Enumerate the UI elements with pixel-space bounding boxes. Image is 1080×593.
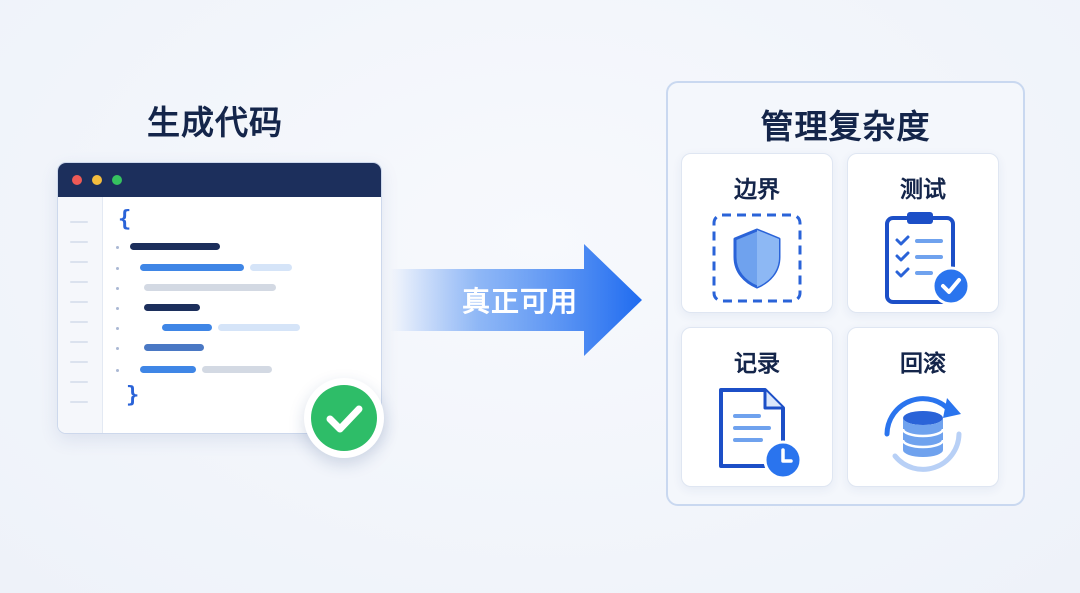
close-brace: } (126, 383, 140, 408)
code-line (144, 344, 204, 351)
card-label: 回滚 (900, 351, 946, 377)
card-rollback: 回滚 (847, 327, 999, 487)
code-line (130, 243, 220, 250)
gutter-line (70, 321, 88, 323)
gutter-line (70, 341, 88, 343)
gutter-line (70, 401, 88, 403)
left-title: 生成代码 (147, 103, 283, 142)
gutter-line (70, 261, 88, 263)
code-bullet (116, 287, 119, 290)
code-line (162, 324, 212, 331)
code-editor-window: { } (57, 162, 382, 434)
code-bullet (116, 246, 119, 249)
code-bullet (116, 327, 119, 330)
code-bullet (116, 369, 119, 372)
database-rollback-icon (873, 384, 973, 484)
code-line (202, 366, 272, 373)
card-testing: 测试 (847, 153, 999, 313)
card-label: 记录 (734, 351, 780, 377)
code-bullet (116, 267, 119, 270)
code-bullet (116, 347, 119, 350)
success-badge (304, 378, 384, 458)
gutter-line (70, 381, 88, 383)
gutter-line (70, 361, 88, 363)
code-line (144, 284, 276, 291)
panel-title: 管理复杂度 (760, 107, 931, 146)
shield-icon (707, 210, 807, 310)
code-bullet (116, 307, 119, 310)
card-logging: 记录 (681, 327, 833, 487)
code-line (218, 324, 300, 331)
gutter-line (70, 241, 88, 243)
editor-title-bar (58, 163, 381, 197)
close-dot-icon (72, 175, 82, 185)
card-label: 测试 (900, 177, 946, 203)
line-number-gutter (58, 197, 103, 433)
code-line (140, 366, 196, 373)
code-line (140, 264, 244, 271)
code-line (250, 264, 292, 271)
arrow-right-icon (390, 244, 642, 356)
open-brace: { (118, 207, 132, 232)
gutter-line (70, 301, 88, 303)
card-label: 边界 (734, 177, 780, 203)
document-clock-icon (707, 384, 807, 484)
clipboard-check-icon (873, 210, 973, 310)
code-line (144, 304, 200, 311)
gutter-line (70, 281, 88, 283)
minimize-dot-icon (92, 175, 102, 185)
card-boundary: 边界 (681, 153, 833, 313)
gutter-line (70, 221, 88, 223)
arrow-label: 真正可用 (461, 285, 578, 318)
check-icon (311, 385, 377, 451)
maximize-dot-icon (112, 175, 122, 185)
